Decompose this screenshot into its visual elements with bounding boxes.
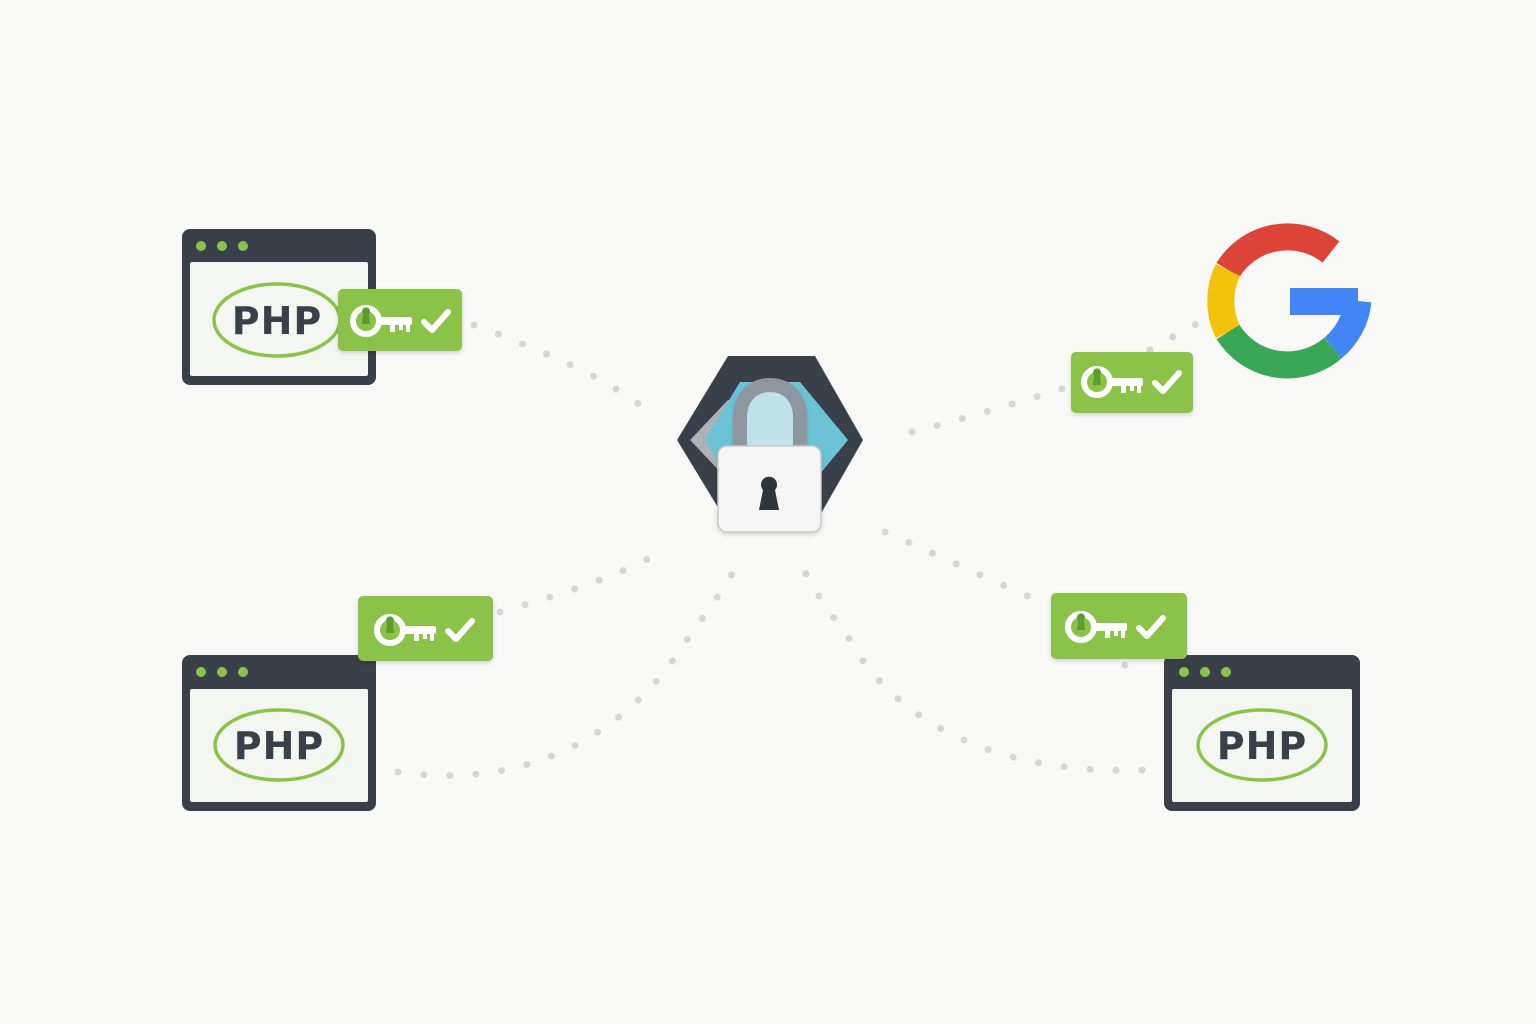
window-dot-icon: [238, 667, 248, 677]
client-window-bottom-right: PHP: [1164, 655, 1360, 811]
connector-left-badge: [496, 551, 659, 616]
padlock-hexagon-icon: [677, 356, 863, 533]
key-check-icon: [1051, 593, 1187, 659]
window-dot-icon: [217, 667, 227, 677]
php-label: PHP: [1217, 724, 1308, 768]
key-check-icon: [358, 596, 493, 661]
connectors: [394, 318, 1204, 780]
google-g-green-arc: [1216, 324, 1342, 379]
php-ellipse: [1196, 708, 1328, 782]
key-check-icon: [338, 289, 462, 351]
window-dot-icon: [217, 241, 227, 251]
connector-top-left: [470, 321, 644, 409]
connector-google: [1146, 318, 1204, 354]
connector-left-window: [394, 551, 744, 780]
google-g-icon: [1207, 223, 1372, 379]
keyhole-icon: [759, 476, 779, 510]
padlock-icon: [717, 377, 822, 533]
php-label: PHP: [234, 724, 325, 768]
window-dot-icon: [1221, 667, 1231, 677]
php-ellipse: [213, 708, 345, 782]
connector-right-window: [796, 556, 1146, 774]
connector-right-window-badge: [1121, 661, 1144, 682]
window-body: [1172, 689, 1352, 802]
client-window-bottom-left: PHP: [182, 655, 376, 811]
window-dot-icon: [196, 667, 206, 677]
google-g-red-arc: [1216, 223, 1340, 278]
google-g-yellow-arc: [1207, 264, 1241, 338]
google-g-blue-bar: [1290, 288, 1358, 315]
key-check-icon: [1071, 352, 1193, 413]
window-body: [190, 689, 368, 802]
window-dot-icon: [1179, 667, 1189, 677]
padlock-shackle: [733, 377, 807, 459]
connector-top-right: [908, 381, 1079, 436]
window-dot-icon: [196, 241, 206, 251]
window-dot-icon: [238, 241, 248, 251]
client-window-top-left: PHP: [182, 229, 376, 385]
connector-right-badge: [881, 528, 1054, 609]
window-dot-icon: [1200, 667, 1210, 677]
php-label: PHP: [232, 299, 323, 343]
